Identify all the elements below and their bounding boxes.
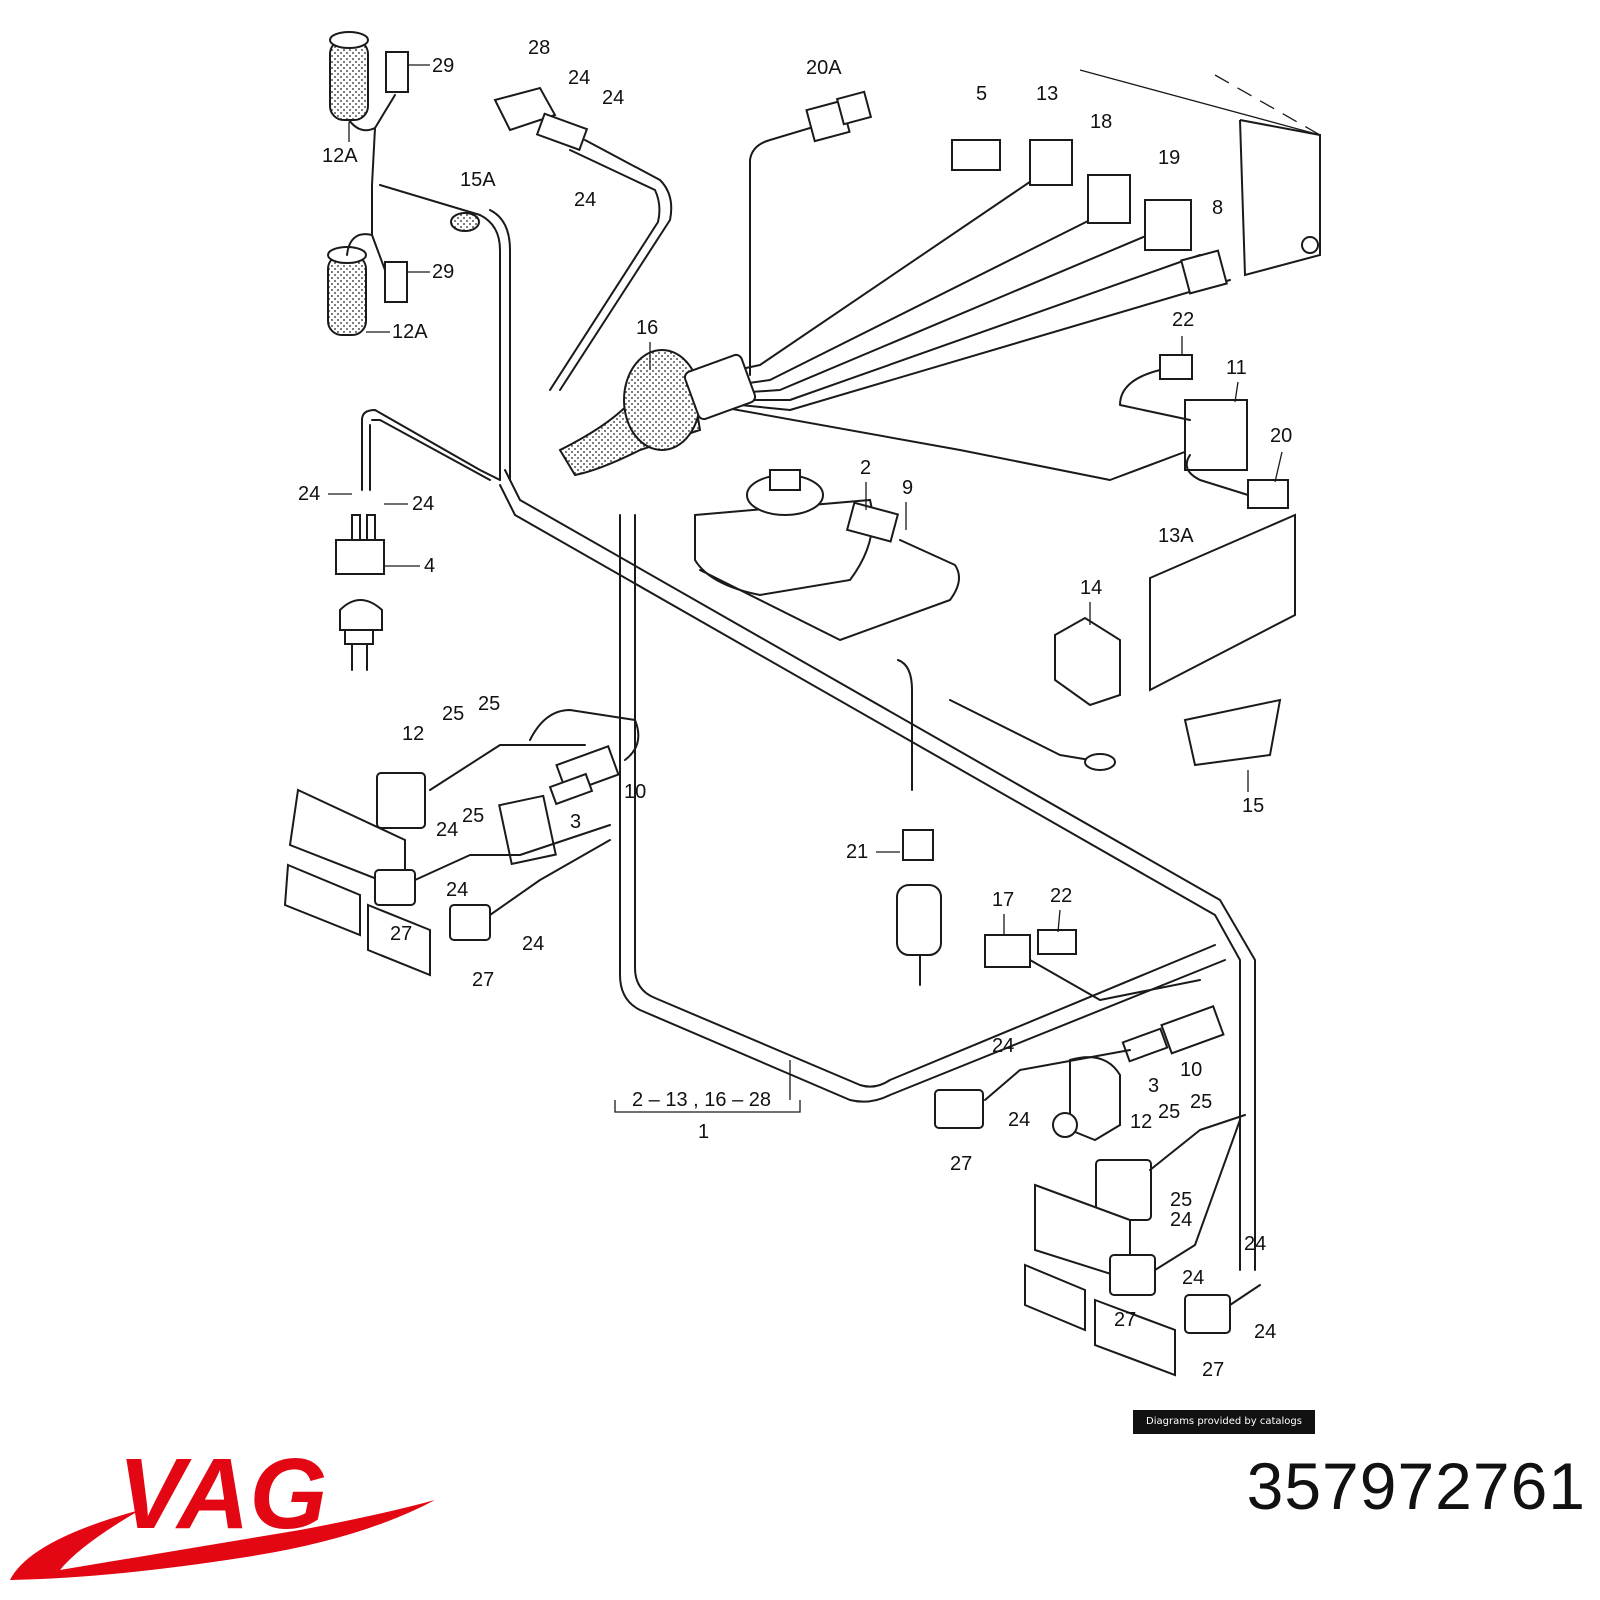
connector-20A xyxy=(805,90,873,143)
callout-14: 14 xyxy=(1080,577,1102,599)
connector-19 xyxy=(1144,199,1192,251)
callout-25: 25 xyxy=(1190,1091,1212,1113)
connector-17 xyxy=(984,934,1031,968)
callout-3: 3 xyxy=(1148,1075,1159,1097)
callout-13A: 13A xyxy=(1158,525,1194,547)
washer-reservoir xyxy=(694,469,874,597)
callout-12A: 12A xyxy=(322,145,358,167)
range-group-number: 1 xyxy=(698,1121,709,1143)
callout-27: 27 xyxy=(390,923,412,945)
headlamp-right xyxy=(934,959,1261,1377)
callout-25: 25 xyxy=(442,703,464,725)
callout-20A: 20A xyxy=(806,57,842,79)
callout-2: 2 xyxy=(860,457,871,479)
callout-25: 25 xyxy=(462,805,484,827)
connector-5 xyxy=(951,139,1001,171)
relay-panel xyxy=(1079,69,1321,277)
connector-22-top xyxy=(1159,354,1193,380)
vag-logo: VAG xyxy=(10,1440,435,1580)
bracket-15 xyxy=(1183,698,1282,767)
callout-22: 22 xyxy=(1172,309,1194,331)
connector-18 xyxy=(1087,174,1131,224)
callout-24: 24 xyxy=(1182,1267,1204,1289)
callout-24: 24 xyxy=(1244,1233,1266,1255)
label-sheet-13A xyxy=(1149,513,1296,692)
callout-24: 24 xyxy=(568,67,590,89)
connector-29-top xyxy=(385,51,409,93)
callout-24: 24 xyxy=(602,87,624,109)
relay-holder-14 xyxy=(1054,616,1121,707)
callout-24: 24 xyxy=(436,819,458,841)
connector-29-mid xyxy=(384,261,408,303)
callout-22: 22 xyxy=(1050,885,1072,907)
callout-24: 24 xyxy=(1170,1209,1192,1231)
callout-24: 24 xyxy=(298,483,320,505)
callout-5: 5 xyxy=(976,83,987,105)
callout-12A: 12A xyxy=(392,321,428,343)
callout-24: 24 xyxy=(522,933,544,955)
callout-24: 24 xyxy=(574,189,596,211)
connector-11 xyxy=(1184,399,1248,471)
range-bracket: 2 – 13 , 16 – 28 1 xyxy=(614,1060,801,1143)
callout-labels: 29 12A 28 24 24 24 20A 5 13 18 19 8 15A … xyxy=(298,37,1292,1381)
connector-12A-mid xyxy=(327,184,386,336)
callout-12: 12 xyxy=(1130,1111,1152,1133)
callout-17: 17 xyxy=(992,889,1014,911)
ground-eyelet xyxy=(1084,753,1116,771)
callout-28: 28 xyxy=(528,37,550,59)
callout-11: 11 xyxy=(1226,357,1247,379)
connector-28 xyxy=(493,86,673,391)
switch-4 xyxy=(335,514,385,671)
callout-27: 27 xyxy=(1114,1309,1136,1331)
callout-12: 12 xyxy=(402,723,424,745)
callout-27: 27 xyxy=(950,1153,972,1175)
callout-27: 27 xyxy=(472,969,494,991)
callout-16: 16 xyxy=(636,317,658,339)
range-label: 2 – 13 , 16 – 28 xyxy=(632,1089,771,1111)
callout-24: 24 xyxy=(446,879,468,901)
main-harness xyxy=(361,184,1256,1271)
callout-27: 27 xyxy=(1202,1359,1224,1381)
part-number: 357972761 xyxy=(1246,1449,1586,1523)
callout-24: 24 xyxy=(1008,1109,1030,1131)
callout-29: 29 xyxy=(432,261,454,283)
callout-9: 9 xyxy=(902,477,913,499)
callout-29: 29 xyxy=(432,55,454,77)
callout-10: 10 xyxy=(1180,1059,1202,1081)
vag-logo-swoosh xyxy=(10,1500,435,1580)
leader-lines xyxy=(328,64,1283,936)
callout-4: 4 xyxy=(424,555,435,577)
headlamp-left xyxy=(283,709,640,977)
grommet-15A xyxy=(450,212,480,232)
callout-15A: 15A xyxy=(460,169,496,191)
callout-10: 10 xyxy=(624,781,646,803)
connector-22-low xyxy=(1037,929,1077,955)
connector-13 xyxy=(1029,139,1073,186)
callout-24: 24 xyxy=(1254,1321,1276,1343)
connector-12A-top xyxy=(329,31,396,186)
callout-19: 19 xyxy=(1158,147,1180,169)
connector-8 xyxy=(1180,249,1228,295)
callout-18: 18 xyxy=(1090,111,1112,133)
diagram-credit: Diagrams provided by catalogs parts xyxy=(1133,1410,1315,1451)
callout-24: 24 xyxy=(992,1035,1014,1057)
connector-20 xyxy=(1247,479,1289,509)
callout-24: 24 xyxy=(412,493,434,515)
connector-9 xyxy=(699,501,960,641)
washer-pump-21 xyxy=(896,659,942,986)
callout-8: 8 xyxy=(1212,197,1223,219)
callout-3: 3 xyxy=(570,811,581,833)
callout-15: 15 xyxy=(1242,795,1264,817)
callout-25: 25 xyxy=(478,693,500,715)
callout-13: 13 xyxy=(1036,83,1058,105)
ground-wire xyxy=(949,699,1091,761)
callout-21: 21 xyxy=(846,841,868,863)
callout-25: 25 xyxy=(1170,1189,1192,1211)
grommet-16 xyxy=(558,124,1231,481)
callout-25: 25 xyxy=(1158,1101,1180,1123)
callout-20: 20 xyxy=(1270,425,1292,447)
